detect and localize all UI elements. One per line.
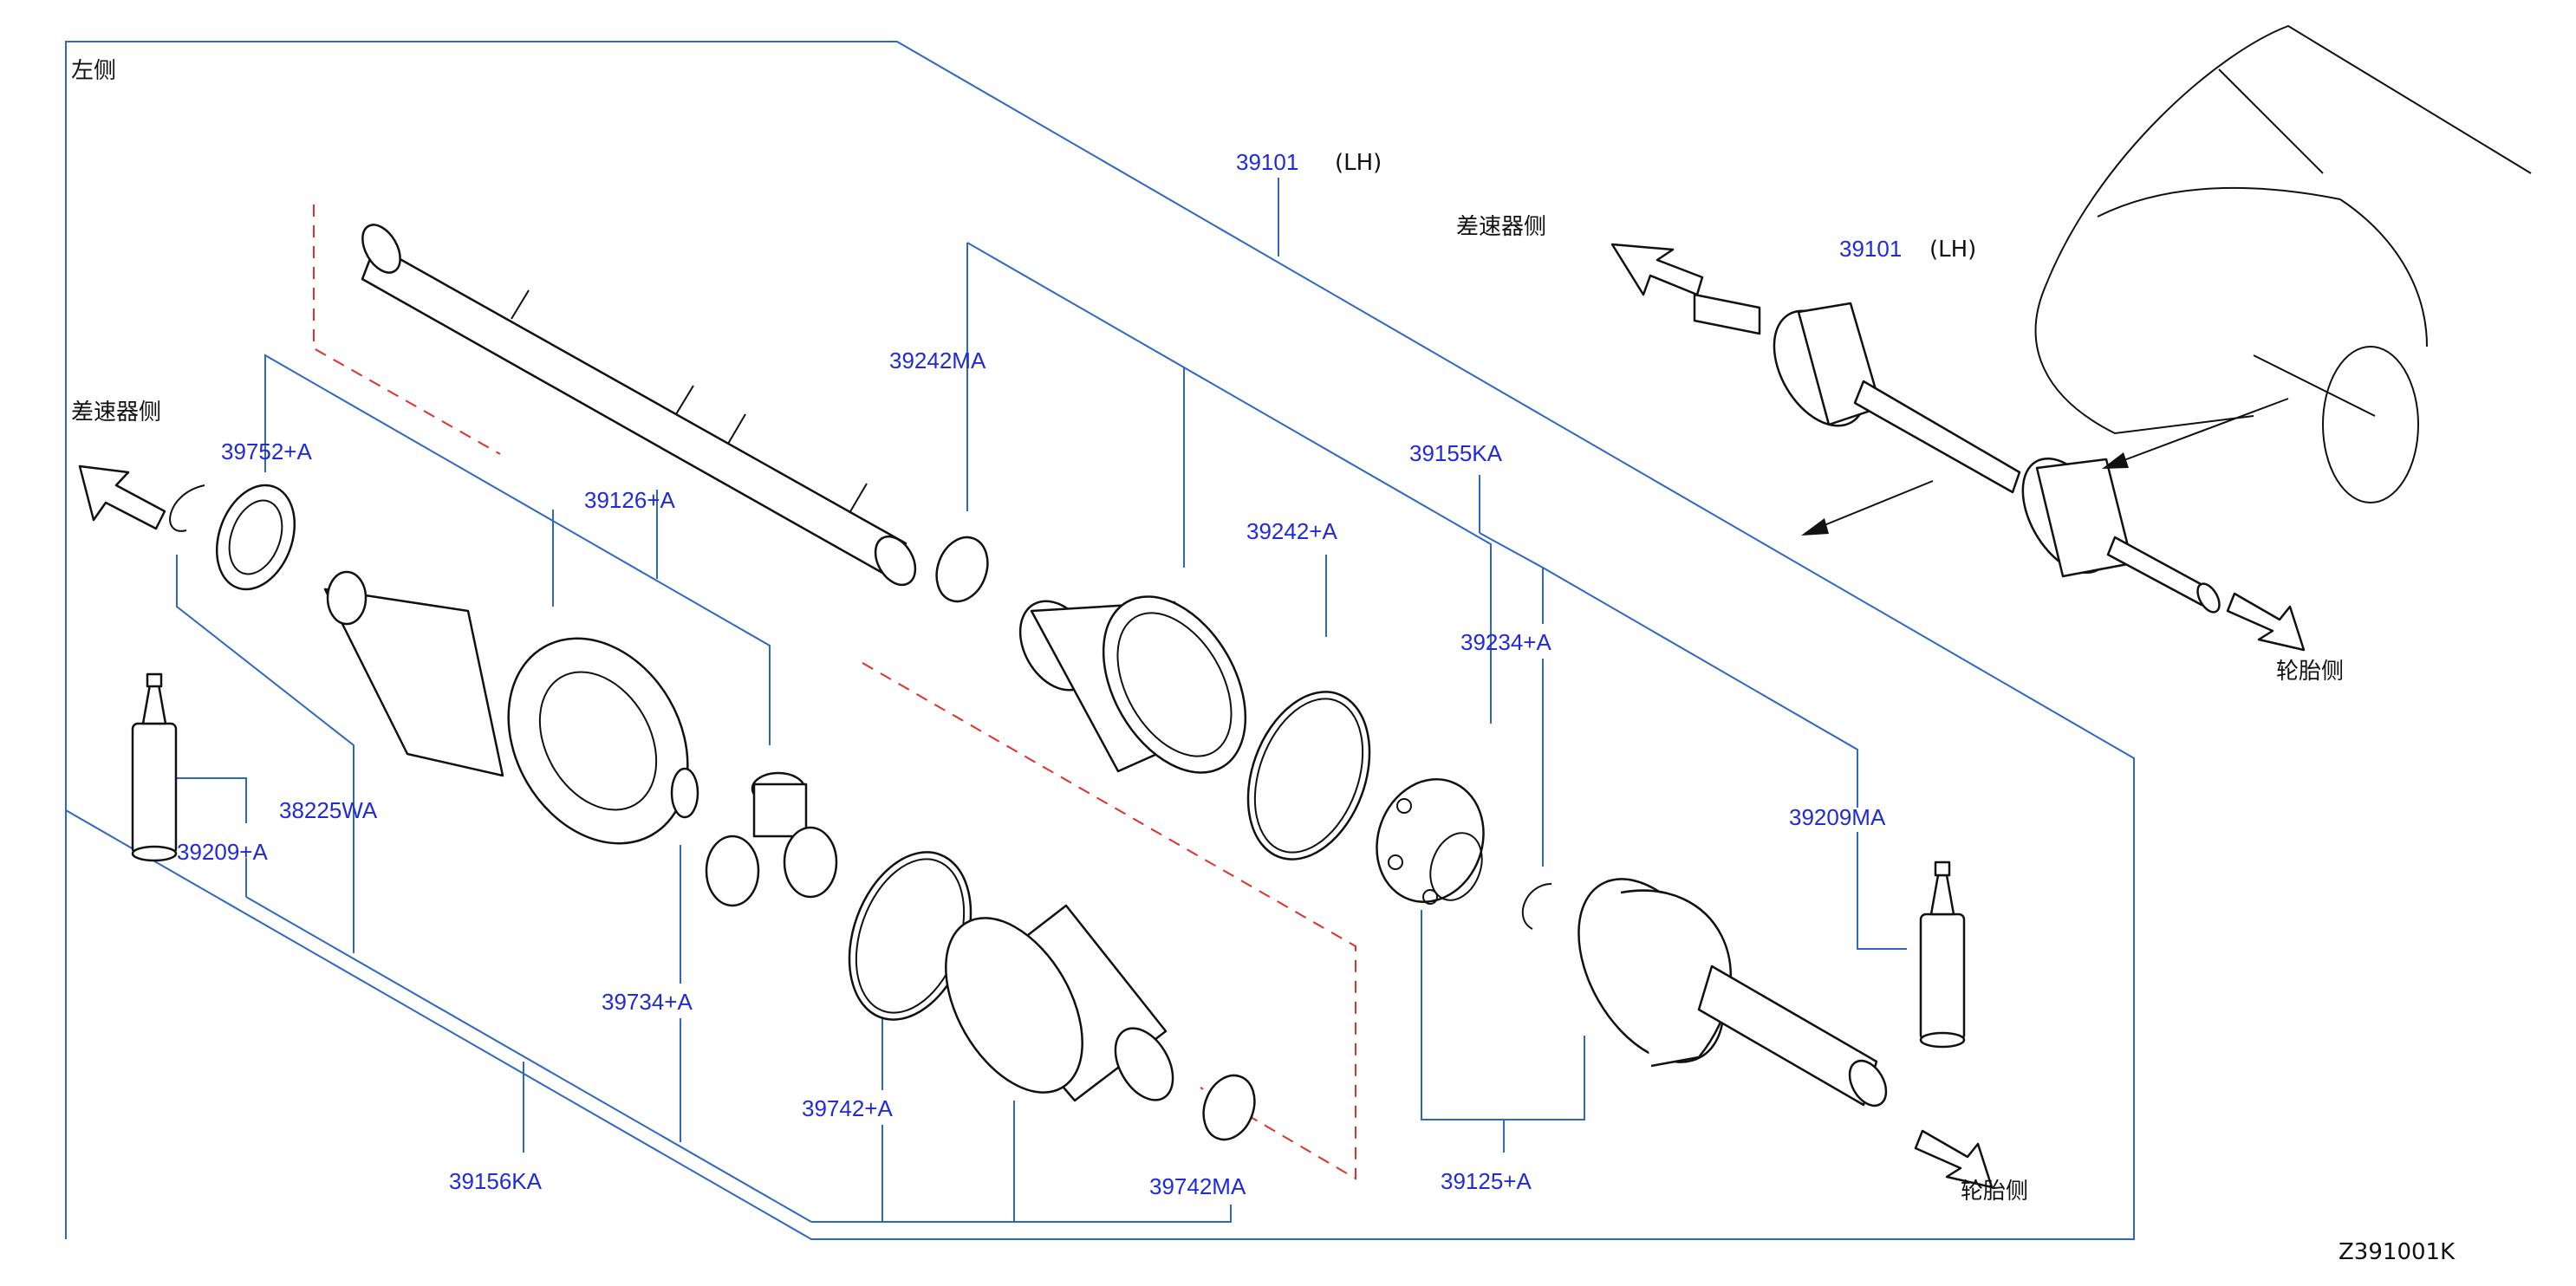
part-39752A[interactable]: 39752+A [221,438,312,464]
assembly-frame [65,41,2135,1240]
boot-band-small-upper [935,536,989,603]
arrow-diff-left-icon [78,464,166,530]
inner-boot [945,904,1174,1102]
seal-ring [169,484,296,591]
boot-band-small-lower [1202,1074,1256,1141]
figure-id: Z391001K [2339,1239,2456,1265]
part-39742MA[interactable]: 39742MA [1149,1173,1246,1199]
grease-tube-left [131,672,178,862]
leader-lines [175,178,1907,1223]
part-39734A[interactable]: 39734+A [602,989,693,1015]
part-39242MA[interactable]: 39242MA [889,347,986,373]
part-39209A[interactable]: 39209+A [177,839,268,865]
outer-boot [1018,595,1247,774]
side-label: 左侧 [71,58,116,84]
inset-shaft-assembly [1693,293,2221,614]
vehicle-inset [2034,24,2532,503]
arrow-tire-center-icon [1914,1129,1994,1189]
ball-cage [1376,778,1485,905]
diff-side-label-left: 差速器侧 [71,399,161,425]
arrow-diff-right-icon [1610,243,1704,296]
grease-tube-right [1919,861,1966,1049]
arrow-inset-icon [1801,398,2289,536]
text-labels: 左侧 差速器侧 差速器侧 轮胎侧 轮胎侧 Z391001K 39101 (LH)… [71,58,2456,1265]
part-39101-inset[interactable]: 39101 [1839,236,1902,262]
part-38225WA[interactable]: 38225WA [279,797,378,823]
tire-side-label-right: 轮胎侧 [2276,659,2344,685]
arrow-tire-right-icon [2226,592,2306,652]
part-39101-lh: (LH) [1335,150,1382,176]
drive-shaft [361,224,917,587]
inner-joint-housing [323,570,689,845]
part-39101[interactable]: 39101 [1236,149,1298,175]
part-39242A[interactable]: 39242+A [1246,518,1337,544]
circlip [1521,883,1552,930]
outer-joint [1577,878,1888,1107]
part-39156KA[interactable]: 39156KA [449,1168,543,1194]
part-39125A[interactable]: 39125+A [1441,1168,1532,1194]
part-39101-inset-lh: (LH) [1929,237,1976,263]
diff-side-label-right: 差速器侧 [1456,214,1546,240]
part-39742A[interactable]: 39742+A [802,1095,893,1121]
alignment-guides [313,205,1356,1180]
tire-side-label-center: 轮胎侧 [1961,1179,2028,1205]
tripod-spider [670,767,838,907]
part-39209MA[interactable]: 39209MA [1789,804,1886,830]
boot-band-large-upper [1246,691,1371,861]
part-39234A[interactable]: 39234+A [1460,629,1551,655]
part-39126A[interactable]: 39126+A [584,487,675,513]
part-39155KA[interactable]: 39155KA [1409,440,1503,466]
